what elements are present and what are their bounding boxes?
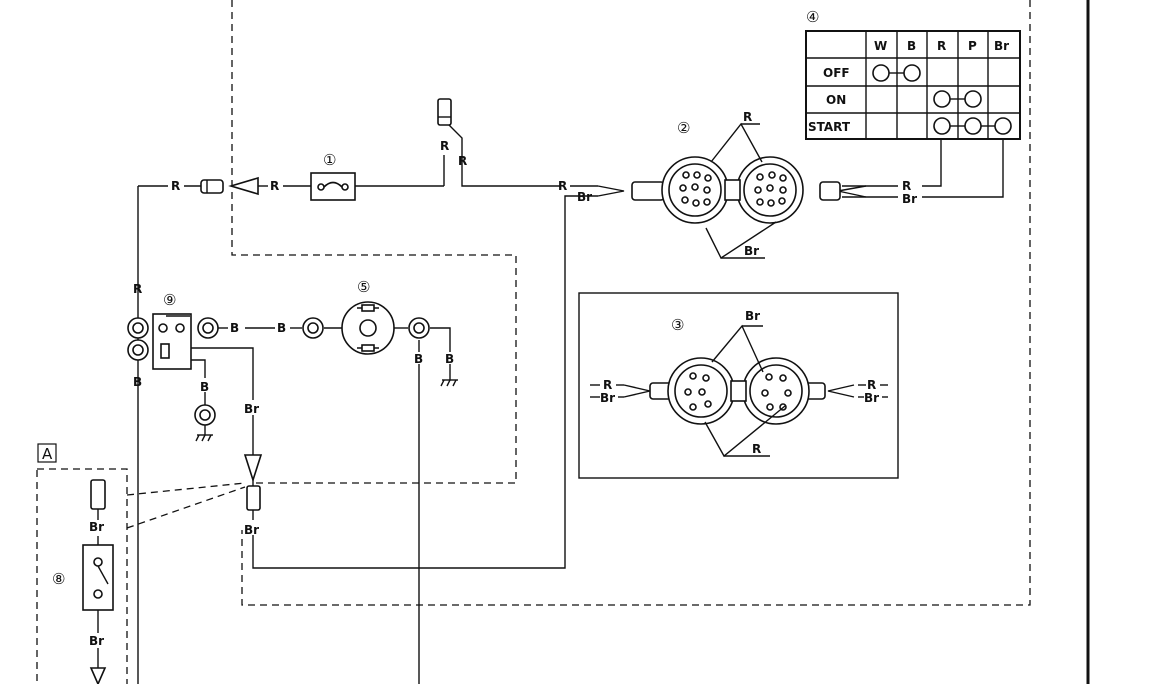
table-col-header: B <box>907 39 916 53</box>
table-col-header: R <box>937 39 946 53</box>
table-col-header: Br <box>994 39 1009 53</box>
wire-label: Br <box>244 523 259 537</box>
wire-label: R <box>171 179 180 193</box>
table-row-label: ON <box>826 93 846 107</box>
switch-table-labels: W B R P Br OFF ON START <box>808 39 1009 134</box>
wire-label: Br <box>902 192 917 206</box>
wire-label: Br <box>864 391 879 405</box>
wire-label: R <box>603 378 612 392</box>
wire-label: R <box>867 378 876 392</box>
wire-label: Br <box>244 402 259 416</box>
wire-label: R <box>558 179 567 193</box>
ring-terminals <box>127 317 430 426</box>
wire-label: Br <box>744 244 759 258</box>
table-col-header: P <box>968 39 977 53</box>
wire-label: Br <box>89 520 104 534</box>
wire-label: B <box>230 321 239 335</box>
wire-label: B <box>414 352 423 366</box>
table-col-header: W <box>874 39 887 53</box>
plug-component <box>341 301 395 355</box>
wire-label: B <box>200 380 209 394</box>
wire-label: R <box>440 139 449 153</box>
connector-10pin-pair <box>631 122 841 260</box>
wire-label: R <box>270 179 279 193</box>
table-row-label: START <box>808 120 851 134</box>
callout-4: ④ <box>806 8 819 26</box>
wire-label: Br <box>577 190 592 204</box>
table-row-label: OFF <box>823 66 850 80</box>
switch-position-table <box>805 30 1021 140</box>
wire-label: R <box>752 442 761 456</box>
wire-label: R <box>902 179 911 193</box>
callout-8: ⑧ <box>52 570 65 588</box>
callout-3: ③ <box>671 316 684 334</box>
wire-label: B <box>133 375 142 389</box>
wire-label: Br <box>745 309 760 323</box>
switch-component <box>82 544 114 611</box>
callout-9: ⑨ <box>163 291 176 309</box>
fuse-component <box>310 172 356 201</box>
wire-label: Br <box>600 391 615 405</box>
connectors <box>89 98 867 684</box>
wire-label: R <box>133 282 142 296</box>
callout-2: ② <box>677 119 690 137</box>
callout-1: ① <box>323 151 336 169</box>
wire-labels: R R R R R Br R Br R Br R B B B B Br B B … <box>89 110 917 648</box>
wire-label: B <box>445 352 454 366</box>
connector-6pin-pair <box>578 292 899 479</box>
dashed-boundaries <box>36 0 1031 684</box>
component-callouts: ① ② ③ ④ ⑤ ⑧ ⑨ A <box>37 8 819 588</box>
wire-label: R <box>458 154 467 168</box>
callout-5: ⑤ <box>357 278 370 296</box>
ground-symbols <box>195 376 458 442</box>
callout-a: A <box>42 445 53 463</box>
callout-a-box <box>37 443 57 463</box>
wire-label: B <box>277 321 286 335</box>
relay-component <box>152 313 192 370</box>
wire-label: R <box>743 110 752 124</box>
wire-label: Br <box>89 634 104 648</box>
